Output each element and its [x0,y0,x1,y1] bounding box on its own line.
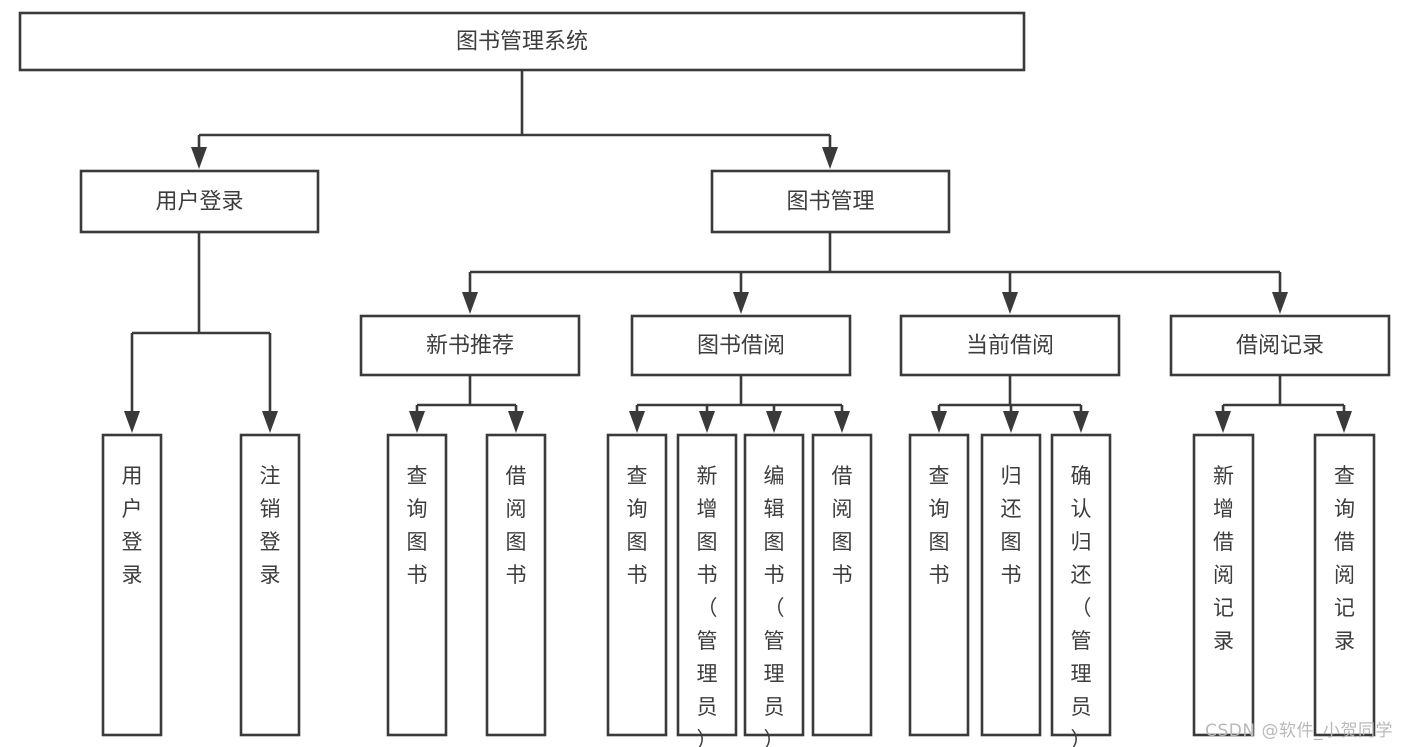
node-n-borrow-record[interactable]: 借阅记录 [1169,314,1391,377]
node-box[interactable] [743,433,805,737]
node-box[interactable] [1169,314,1391,377]
connector-n-borrow-record [1215,375,1352,433]
node-leaf-bb-query-book[interactable]: 查询图书 [606,433,668,737]
node-leaf-bb-edit-book[interactable]: 编辑图书（管理员） [743,433,805,747]
arrow-head-icon [262,411,278,433]
node-label: 查询图书 [627,464,648,587]
node-leaf-rec-query-book[interactable]: 查询图书 [386,433,448,737]
node-label: 注销登录 [260,464,281,587]
node-box[interactable] [899,314,1121,377]
node-leaf-cb-confirm-return[interactable]: 确认归还（管理员） [1050,433,1112,747]
node-label: 图书管理 [786,190,874,215]
node-label: 新增图书（管理员） [697,464,718,747]
connector-n-new-book-rec [409,375,524,433]
connector-layer [124,70,1352,433]
node-label: 借阅图书 [506,464,527,587]
node-box[interactable] [811,433,873,737]
node-label: 编辑图书（管理员） [764,464,785,747]
node-n-user-login[interactable]: 用户登录 [79,169,320,234]
arrow-head-icon [822,147,838,169]
node-box[interactable] [710,169,951,234]
connector-root [191,70,838,169]
node-label: 归还图书 [1001,464,1022,587]
node-leaf-cb-query-book[interactable]: 查询图书 [908,433,970,737]
arrow-head-icon [462,292,478,314]
node-box[interactable] [18,11,1026,72]
node-label: 新书推荐 [426,334,514,359]
node-label: 新增借阅记录 [1213,464,1234,653]
node-box[interactable] [606,433,668,737]
arrow-head-icon [931,411,947,433]
arrow-head-icon [1336,411,1352,433]
node-label: 确认归还（管理员） [1071,464,1092,747]
node-n-current-borrow[interactable]: 当前借阅 [899,314,1121,377]
node-box[interactable] [386,433,448,737]
watermark-label: CSDN @软件_小贺同学 [1205,721,1393,741]
node-box[interactable] [1192,433,1255,737]
node-leaf-user-login[interactable]: 用户登录 [101,433,163,737]
node-box[interactable] [101,433,163,737]
arrow-head-icon [124,411,140,433]
node-box[interactable] [79,169,320,234]
node-leaf-cb-return-book[interactable]: 归还图书 [980,433,1042,737]
arrow-head-icon [834,411,850,433]
node-label: 查询借阅记录 [1334,464,1355,653]
node-leaf-br-query-record[interactable]: 查询借阅记录 [1313,433,1376,737]
connector-n-book-borrow [629,375,850,433]
node-label: 查询图书 [407,464,428,587]
arrow-head-icon [1215,411,1231,433]
node-box[interactable] [359,314,581,377]
node-root[interactable]: 图书管理系统 [18,11,1026,72]
node-n-book-manage[interactable]: 图书管理 [710,169,951,234]
arrow-head-icon [191,147,207,169]
node-label: 用户登录 [122,464,143,587]
node-label: 图书借阅 [697,334,785,359]
node-leaf-logout[interactable]: 注销登录 [239,433,301,737]
arrow-head-icon [766,411,782,433]
arrow-head-icon [508,411,524,433]
node-n-book-borrow[interactable]: 图书借阅 [630,314,852,377]
node-box[interactable] [980,433,1042,737]
node-box[interactable] [239,433,301,737]
node-box[interactable] [676,433,738,737]
node-leaf-br-add-record[interactable]: 新增借阅记录 [1192,433,1255,737]
connector-n-current-borrow [931,375,1089,433]
arrow-head-icon [1272,292,1288,314]
node-leaf-bb-borrow-book[interactable]: 借阅图书 [811,433,873,737]
node-label: 查询图书 [929,464,950,587]
node-box[interactable] [630,314,852,377]
node-layer: 图书管理系统用户登录图书管理新书推荐图书借阅当前借阅借阅记录用户登录注销登录查询… [18,11,1391,747]
node-box[interactable] [1313,433,1376,737]
connector-n-user-login [124,232,278,433]
node-n-new-book-rec[interactable]: 新书推荐 [359,314,581,377]
node-leaf-rec-borrow-book[interactable]: 借阅图书 [485,433,547,737]
node-box[interactable] [908,433,970,737]
arrow-head-icon [629,411,645,433]
node-label: 用户登录 [155,190,243,215]
arrow-head-icon [1003,411,1019,433]
arrow-head-icon [1073,411,1089,433]
node-label: 当前借阅 [966,334,1054,359]
node-box[interactable] [1050,433,1112,737]
arrow-head-icon [733,292,749,314]
connector-n-book-manage [462,232,1288,314]
arrow-head-icon [699,411,715,433]
node-label: 借阅图书 [832,464,853,587]
node-leaf-bb-add-book[interactable]: 新增图书（管理员） [676,433,738,747]
arrow-head-icon [409,411,425,433]
arrow-head-icon [1002,292,1018,314]
node-label: 图书管理系统 [456,30,588,55]
node-label: 借阅记录 [1236,334,1324,359]
node-box[interactable] [485,433,547,737]
